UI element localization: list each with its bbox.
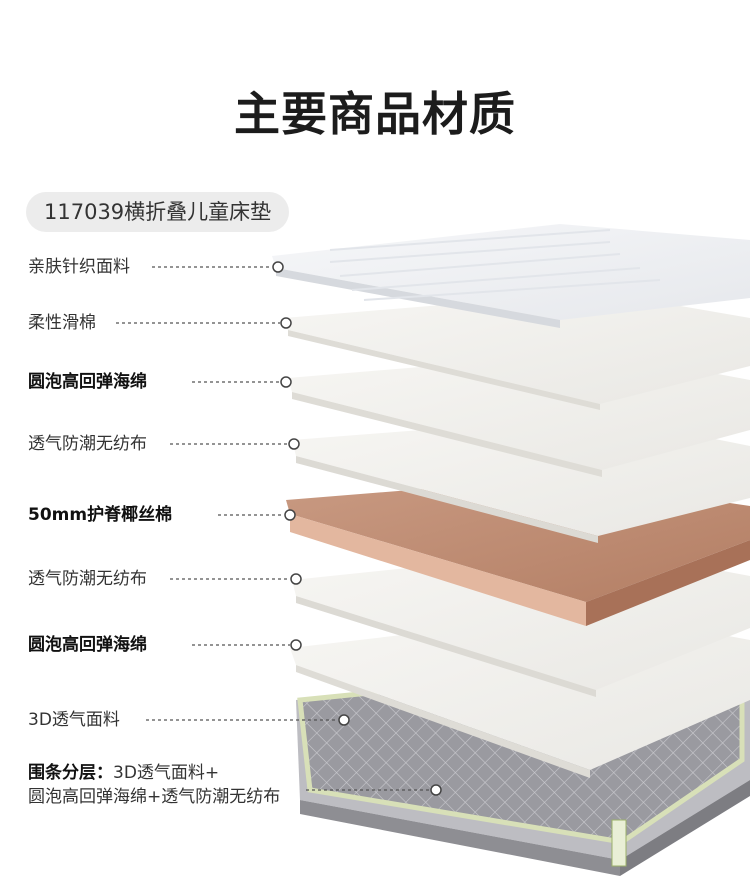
- layer-label-1: 亲肤针织面料: [28, 257, 130, 277]
- layer-soft-padding: [284, 292, 750, 410]
- marker-circles: [272, 261, 442, 796]
- layer-knit-top: [272, 224, 750, 328]
- edge-note-prefix: 围条分层：: [28, 763, 113, 783]
- layer-label-2: 柔性滑棉: [28, 313, 96, 333]
- layer-label-5: 50mm护脊椰丝棉: [28, 505, 173, 525]
- edge-note-line1: 围条分层：3D透气面料+: [28, 758, 219, 783]
- layer-label-8: 3D透气面料: [28, 710, 120, 730]
- layer-label-7: 圆泡高回弹海绵: [28, 635, 147, 655]
- layer-label-3: 圆泡高回弹海绵: [28, 372, 147, 392]
- edge-note-line2: 圆泡高回弹海绵+透气防潮无纺布: [28, 787, 281, 807]
- page-title: 主要商品材质: [234, 87, 516, 141]
- edge-note-line1-rest: 3D透气面料+: [113, 763, 220, 783]
- layer-label-4: 透气防潮无纺布: [28, 434, 147, 454]
- model-tag: 117039横折叠儿童床垫: [26, 192, 290, 232]
- leader-lines: [116, 266, 430, 791]
- layer-label-6: 透气防潮无纺布: [28, 569, 147, 589]
